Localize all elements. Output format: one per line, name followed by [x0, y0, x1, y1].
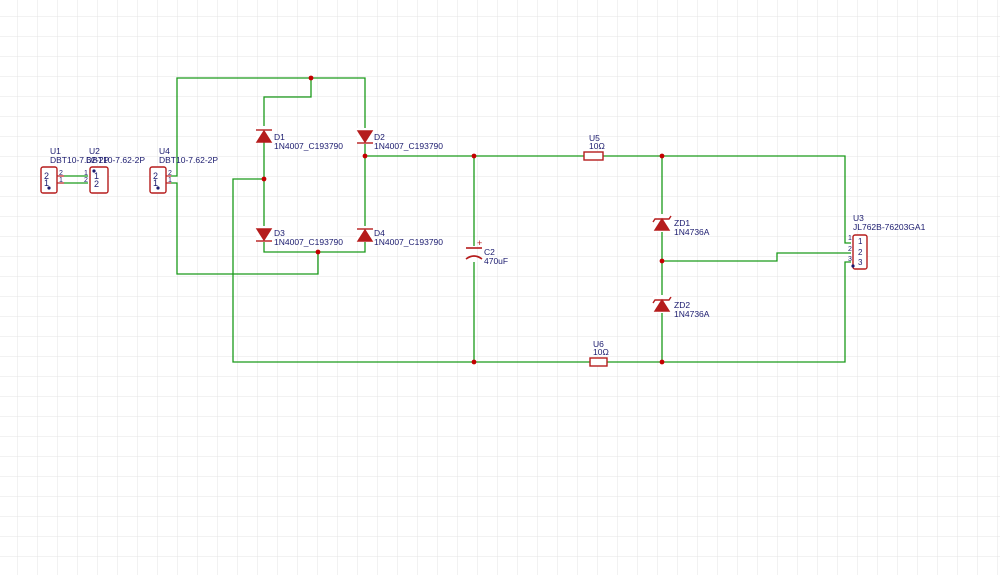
u1-pin-label: 2 [44, 171, 49, 181]
u3-pin-label: 3 [858, 258, 863, 267]
u2-pin-number: 2 [84, 177, 88, 184]
u4-pin-label: 2 [153, 171, 158, 181]
u2-pin-number: 1 [84, 170, 88, 177]
u4-pin-label: 1 [153, 178, 158, 188]
capacitor-plus-label: + [477, 238, 482, 248]
junction-dot [261, 176, 267, 182]
u1-value-label: DBT10-7.62-2P [50, 155, 109, 165]
wire[interactable] [171, 156, 366, 275]
d2-value-label: 1N4007_C193790 [374, 141, 443, 151]
u2-pin-label: 1 [94, 171, 99, 181]
wire[interactable] [263, 78, 318, 253]
junction-dot [659, 258, 665, 264]
u5-ref-label: U5 [589, 133, 600, 143]
diode-d2[interactable] [356, 128, 374, 144]
zd2-value-label: 1N4736A [674, 309, 710, 319]
wire[interactable] [662, 252, 851, 262]
diode-d3[interactable] [255, 226, 273, 242]
resistor-u6[interactable] [589, 357, 608, 367]
wire[interactable] [171, 77, 366, 177]
u3-pin-label: 2 [858, 248, 863, 257]
u4-value-label: DBT10-7.62-2P [159, 155, 218, 165]
wire[interactable] [232, 178, 590, 363]
d1-ref-label: D1 [274, 132, 285, 142]
diode-d1[interactable] [255, 126, 273, 143]
junction-dot [308, 75, 314, 81]
zd1-ref-label: ZD1 [674, 218, 690, 228]
connector-u1[interactable] [40, 166, 64, 194]
u3-pin-number: 2 [848, 246, 852, 253]
connector-u4[interactable] [149, 166, 171, 194]
zener-zd1[interactable] [652, 214, 672, 232]
resistor-u5[interactable] [583, 151, 604, 161]
junction-dot [471, 359, 477, 365]
connector-u3[interactable] [851, 234, 868, 270]
wires [64, 77, 851, 363]
diode-d4[interactable] [356, 226, 374, 242]
u3-pin-number: 3 [848, 256, 852, 263]
wire[interactable] [607, 261, 851, 363]
d1-value-label: 1N4007_C193790 [274, 141, 343, 151]
u4-pin-number: 1 [168, 177, 172, 184]
u1-pin-label: 1 [44, 178, 49, 188]
connector-u2[interactable] [89, 166, 109, 194]
u6-ref-label: U6 [593, 339, 604, 349]
zd2-ref-label: ZD2 [674, 300, 690, 310]
wire[interactable] [603, 155, 851, 244]
junction-dot [362, 153, 368, 159]
u3-pin-label: 1 [858, 237, 863, 246]
d3-ref-label: D3 [274, 228, 285, 238]
u3-value-label: JL762B-76203GA1 [853, 222, 926, 232]
junction-dot [471, 153, 477, 159]
zd1-value-label: 1N4736A [674, 227, 710, 237]
junctions [261, 75, 665, 365]
u4-pin-number: 2 [168, 170, 172, 177]
u4-ref-label: U4 [159, 146, 170, 156]
u2-pin-label: 2 [94, 179, 99, 189]
u5-value-label: 10Ω [589, 141, 605, 151]
d2-ref-label: D2 [374, 132, 385, 142]
junction-dot [659, 359, 665, 365]
u1-pin-number: 1 [59, 177, 63, 184]
c2-value-label: 470uF [484, 256, 508, 266]
capacitor-c2[interactable] [465, 247, 483, 260]
d3-value-label: 1N4007_C193790 [274, 237, 343, 247]
c2-ref-label: C2 [484, 247, 495, 257]
d4-value-label: 1N4007_C193790 [374, 237, 443, 247]
junction-dot [659, 153, 665, 159]
u6-value-label: 10Ω [593, 347, 609, 357]
u2-ref-label: U2 [89, 146, 100, 156]
u1-ref-label: U1 [50, 146, 61, 156]
u1-pin-number: 2 [59, 170, 63, 177]
u3-ref-label: U3 [853, 213, 864, 223]
d4-ref-label: D4 [374, 228, 385, 238]
zener-zd2[interactable] [652, 295, 672, 313]
u2-value-label: DBT10-7.62-2P [86, 155, 145, 165]
junction-dot [315, 249, 321, 255]
u3-pin-number: 1 [848, 235, 852, 242]
